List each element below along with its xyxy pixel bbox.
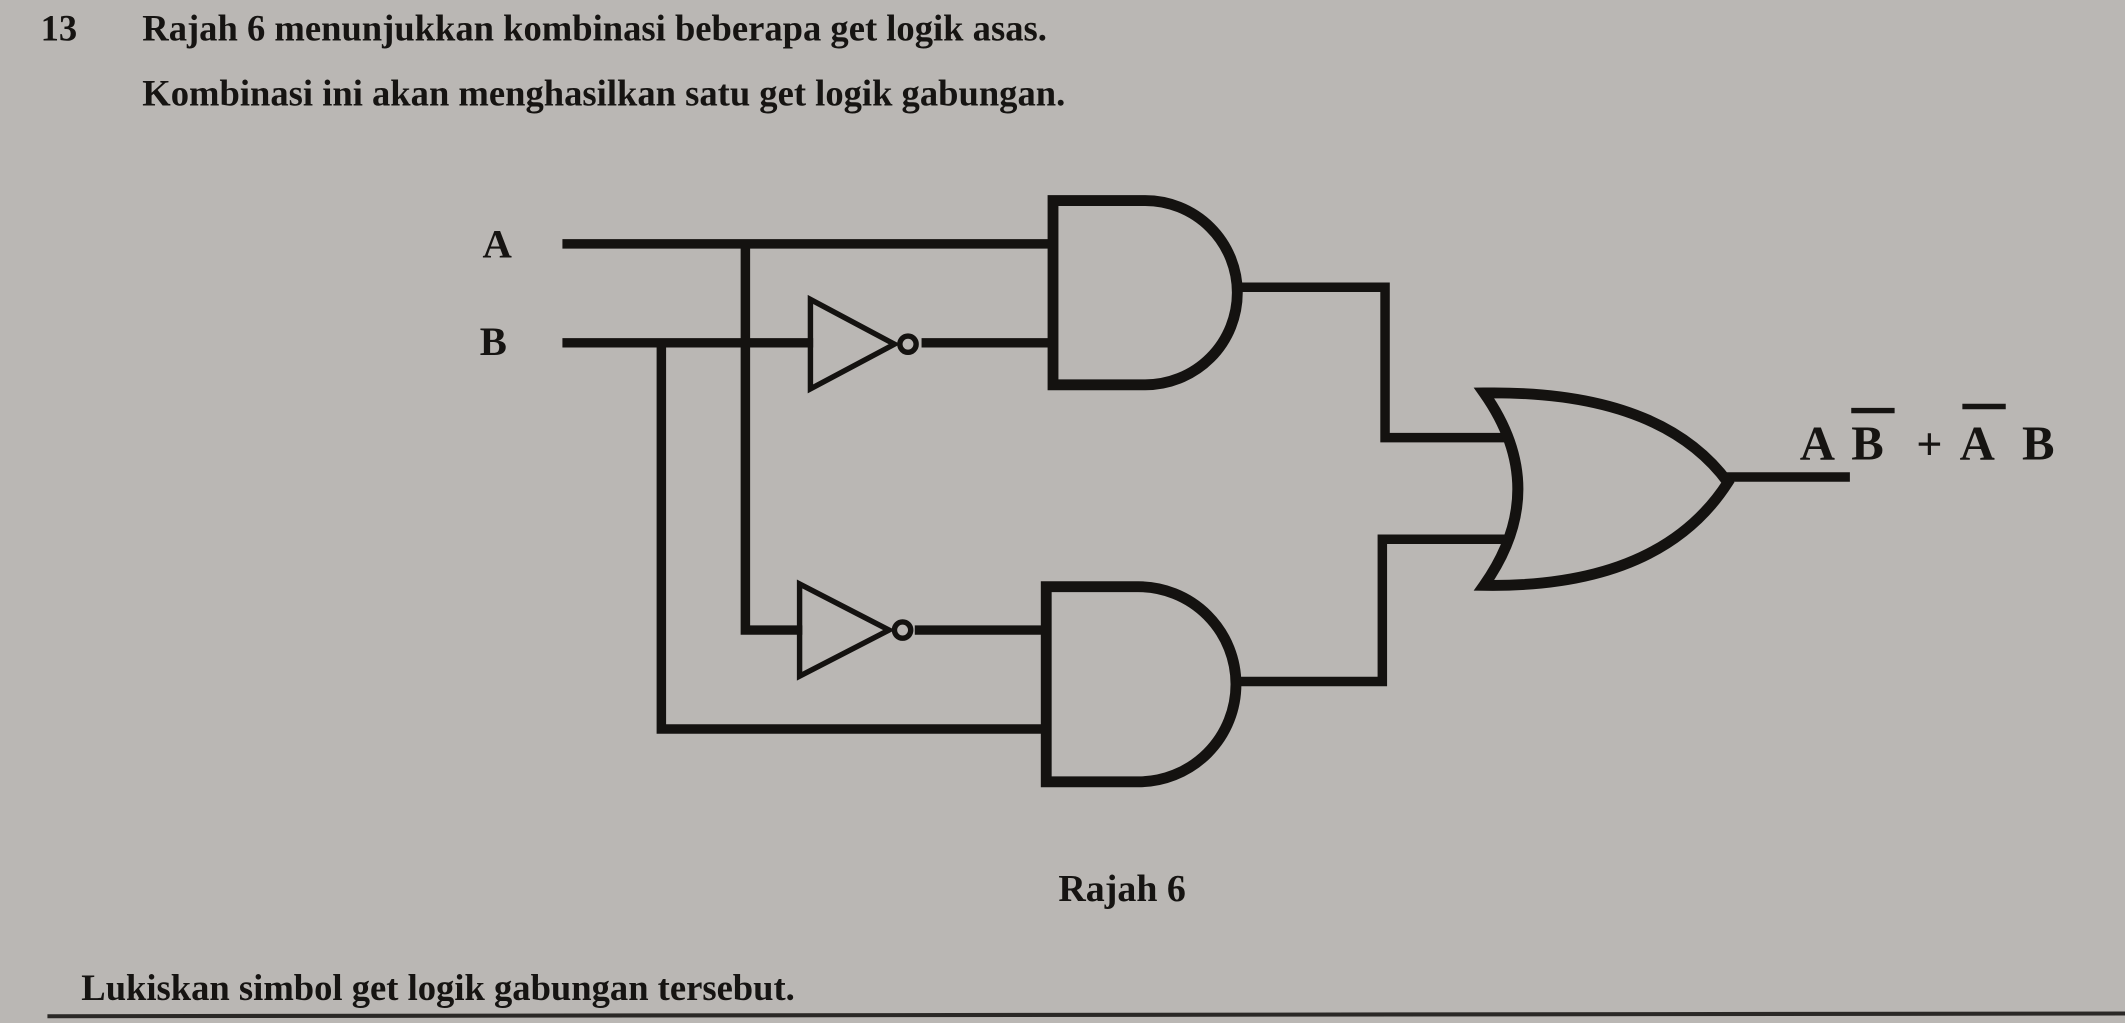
expr-b: B: [2022, 416, 2055, 470]
expr-plus: +: [1916, 418, 1942, 469]
not-gate-b: [807, 294, 901, 394]
logic-circuit-diagram: A B A B + A B Rajah 6: [480, 195, 2055, 910]
question-line-1: Rajah 6 menunjukkan kombinasi beberapa g…: [142, 8, 1047, 49]
input-b-label: B: [480, 319, 507, 364]
not-gate-a-bubble: [891, 619, 914, 641]
not-gate-b-bubble: [897, 333, 919, 356]
input-a-label: A: [482, 221, 512, 266]
diagram-caption: Rajah 6: [1058, 868, 1186, 910]
expr-a: A: [1800, 416, 1835, 470]
wire-b-branch: [656, 342, 1044, 734]
or-gate: [1473, 387, 1735, 591]
wire-and2-out: [1235, 534, 1508, 687]
output-expression: A B + A B: [1800, 403, 2055, 470]
wire-and1-out: [1235, 282, 1508, 443]
and-gate-2: [1040, 581, 1242, 788]
answer-box-top-border: [47, 1011, 2125, 1019]
and-gate-1: [1047, 195, 1243, 391]
expr-b-bar: B: [1851, 416, 1884, 470]
not-gate-a: [796, 579, 895, 681]
instruction-text: Lukiskan simbol get logik gabungan terse…: [81, 967, 795, 1008]
expr-a-bar: A: [1960, 416, 1995, 470]
question-line-2: Kombinasi ini akan menghasilkan satu get…: [142, 73, 1065, 114]
question-number: 13: [41, 8, 78, 49]
wire-a-branch: [740, 243, 803, 635]
